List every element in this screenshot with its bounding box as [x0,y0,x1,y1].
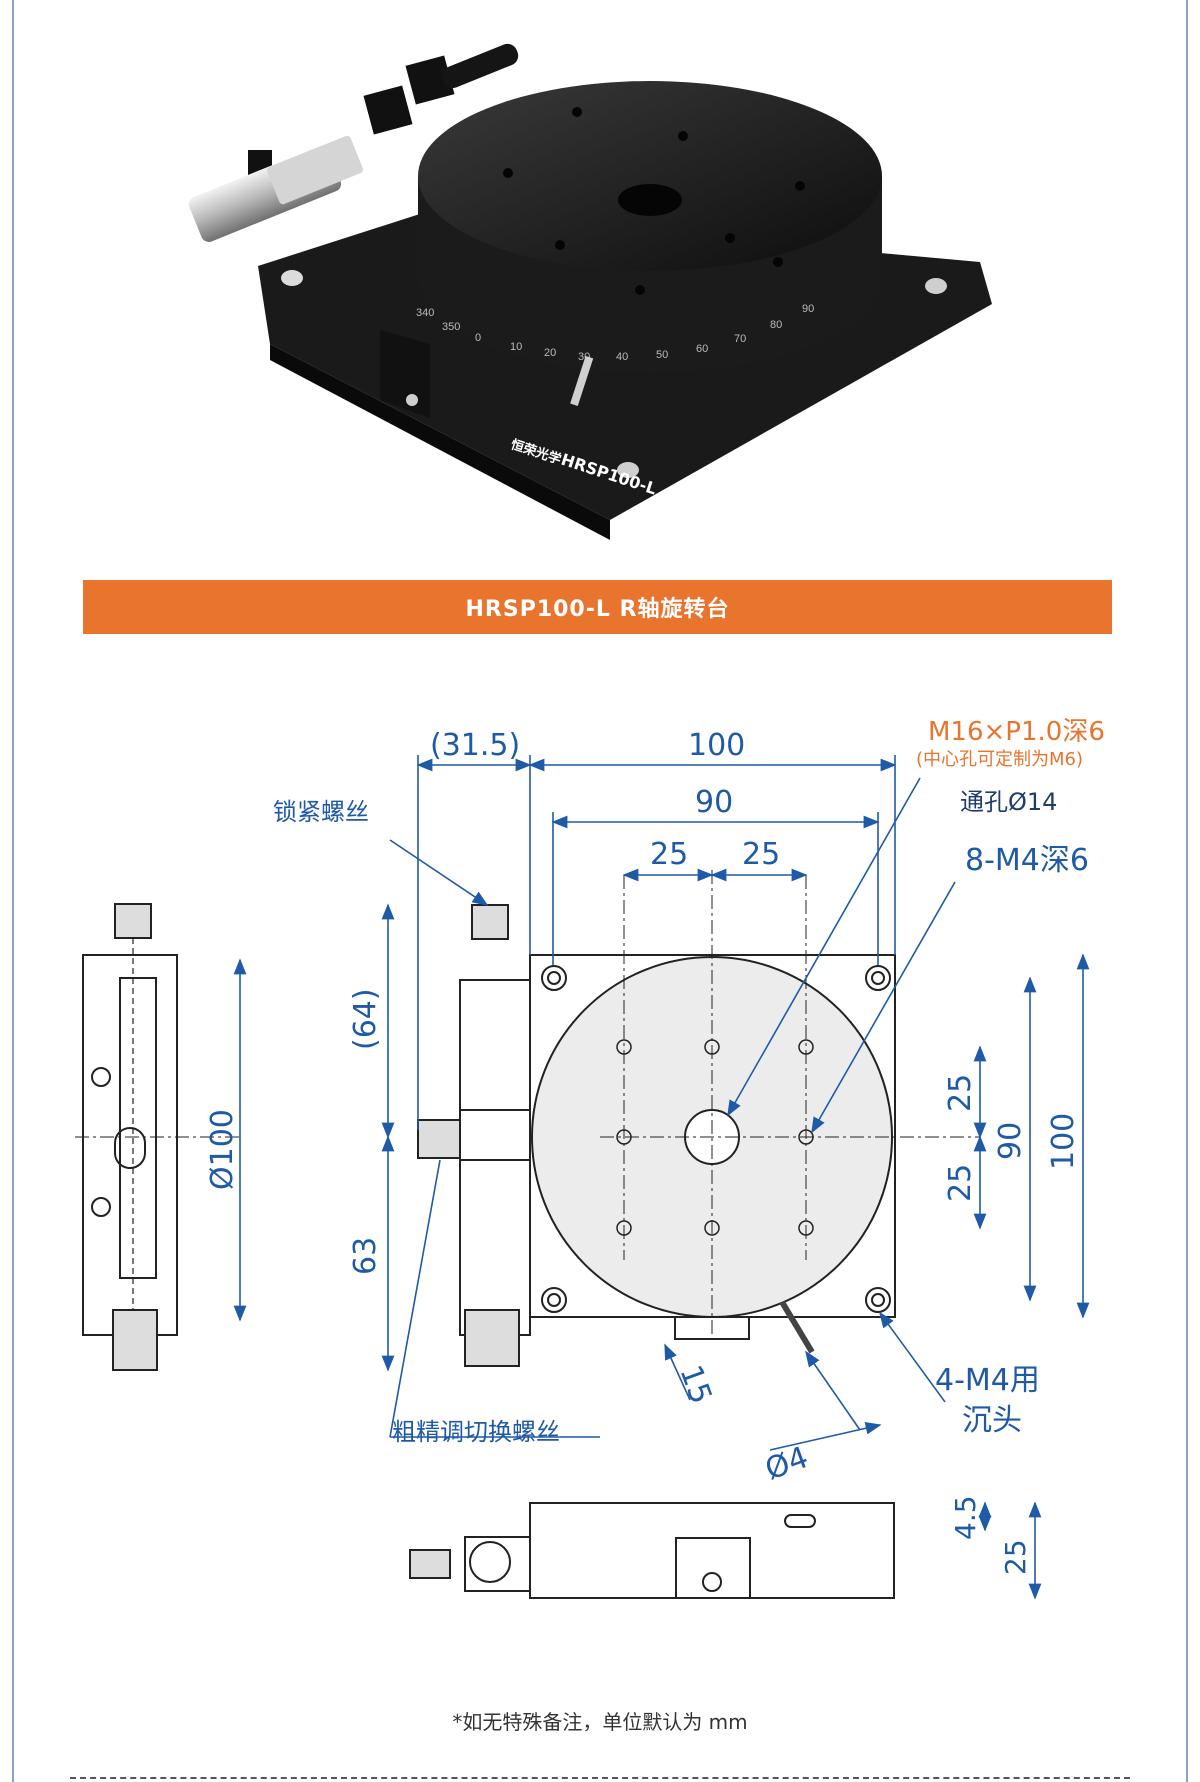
dial-tick: 60 [696,343,708,355]
dim-90-right: 90 [993,1122,1028,1160]
dim-63: 63 [348,1237,383,1275]
callout-lock-screw: 锁紧螺丝 [273,798,369,826]
callout-center-note: (中心孔可定制为M6) [916,749,1083,770]
callout-corner-holes-1: 4-M4用 [935,1363,1040,1398]
dim-15: 15 [672,1361,718,1409]
dial-tick: 70 [734,333,746,345]
dim-phi4: Ø4 [761,1440,813,1487]
side-view-bottom [409,1502,895,1599]
dim-25-r2: 25 [943,1164,978,1202]
dim-31-5: (31.5) [430,728,520,763]
dial-tick: 340 [416,307,434,319]
right-border-rule [1186,0,1188,1782]
dial-tick: 0 [475,332,481,344]
lock-block [380,330,430,418]
dial-tick: 20 [544,347,556,359]
dim-90-top: 90 [695,785,733,820]
dial-tick: 350 [442,321,460,333]
dial-tick: 40 [616,351,628,363]
dial-tick: 50 [656,349,668,361]
left-border-rule [12,0,14,1782]
title-text: HRSP100-L R轴旋转台 [465,597,730,622]
dim-4-5: 4.5 [949,1495,982,1540]
rotating-disk [418,81,882,271]
callout-corner-holes-2: 沉头 [962,1403,1022,1438]
callout-top-holes: 8-M4深6 [965,843,1089,878]
dim-100-top: 100 [688,728,745,763]
dial-tick: 10 [510,341,522,353]
title-banner: HRSP100-L R轴旋转台 [83,580,1112,634]
bottom-dashed-rule [70,1777,1130,1779]
callout-coarse-fine: 粗精调切换螺丝 [392,1418,560,1446]
dial-tick: 90 [802,303,814,315]
dial-tick: 80 [770,319,782,331]
callout-through-hole: 通孔Ø14 [960,788,1057,816]
dim-25-left: 25 [650,837,688,872]
units-footnote: *如无特殊备注，单位默认为 mm [452,1710,748,1734]
dim-25-r1: 25 [943,1074,978,1112]
dim-64: (64) [348,988,383,1050]
dim-25-side: 25 [999,1539,1032,1575]
dim-25-right: 25 [742,837,780,872]
product-photo: 340 350 0 10 20 30 40 50 60 70 80 90 恒荣光… [188,43,992,540]
dim-phi100: Ø100 [205,1109,240,1190]
dim-100-right: 100 [1046,1113,1081,1170]
front-view-side-block [459,979,531,1336]
callout-center-thread: M16×P1.0深6 [928,717,1105,747]
